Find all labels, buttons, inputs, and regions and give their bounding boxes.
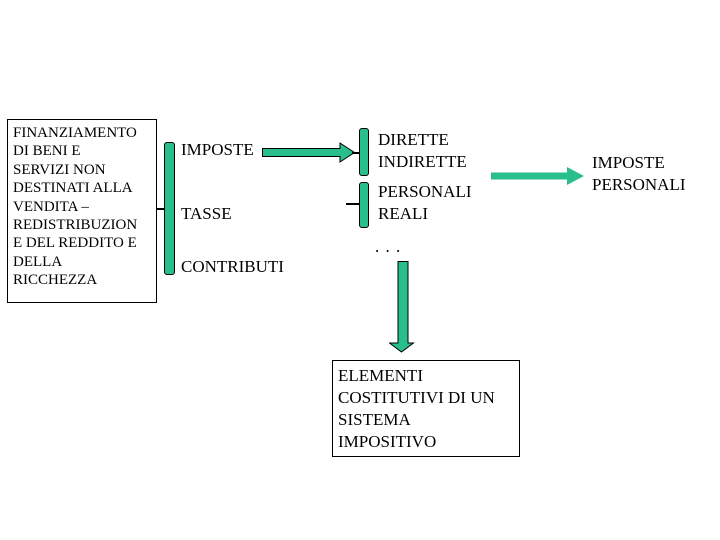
label-tasse: TASSE: [181, 204, 232, 223]
brace-dirette-icon: [359, 128, 369, 176]
label-imposte-personali: IMPOSTE PERSONALI: [592, 153, 686, 194]
label-dirette-indirette: DIRETTE INDIRETTE: [378, 130, 467, 171]
down-arrow-icon: [389, 261, 415, 353]
connector-line: [352, 152, 360, 154]
brace-personali-icon: [359, 182, 369, 228]
right-arrow-icon: [491, 167, 584, 185]
label-contributi: CONTRIBUTI: [181, 257, 284, 276]
label-personali-reali: PERSONALI REALI: [378, 182, 472, 223]
connector-line: [346, 203, 360, 205]
finance-source-box: FINANZIAMENTO DI BENI E SERVIZI NON DEST…: [7, 119, 157, 303]
elements-system-box: ELEMENTI COSTITUTIVI DI UN SISTEMA IMPOS…: [332, 360, 520, 457]
connector-line: [156, 208, 166, 210]
brace-left-icon: [164, 142, 175, 275]
ellipsis-text: . . .: [375, 237, 402, 256]
label-imposte: IMPOSTE: [181, 140, 254, 159]
right-arrow-icon: [262, 142, 356, 163]
